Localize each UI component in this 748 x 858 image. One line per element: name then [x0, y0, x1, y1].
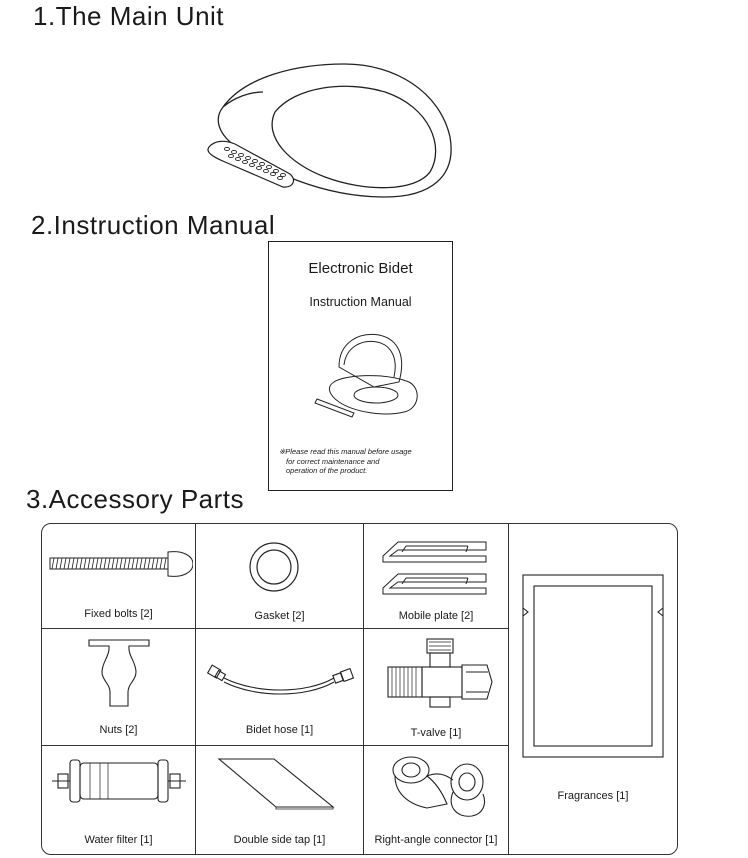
- section-title-manual: 2.Instruction Manual: [31, 210, 276, 240]
- mobile-plate-icon: [382, 541, 487, 595]
- bolt-icon: [49, 551, 193, 577]
- bidet-hose-icon: [206, 664, 355, 695]
- caption-double-side-tap: Double side tap [1]: [233, 834, 326, 846]
- double-side-tape-icon: [217, 758, 335, 810]
- manual-note: ※Please read this manual before usage fo…: [279, 447, 412, 475]
- water-filter-icon: [52, 759, 186, 803]
- caption-water-filter: Water filter [1]: [84, 834, 153, 846]
- caption-bidet-hose: Bidet hose [1]: [245, 724, 314, 736]
- t-valve-icon: [387, 638, 493, 708]
- accessory-table: Fixed bolts [2] Gasket [2] Mobile plate …: [41, 523, 678, 855]
- nut-icon: [88, 639, 150, 707]
- manual-cover: Electronic Bidet Instruction Manual ※Ple…: [268, 241, 453, 491]
- caption-nuts: Nuts [2]: [99, 724, 138, 736]
- right-angle-connector-icon: [392, 756, 486, 817]
- caption-t-valve: T-valve [1]: [410, 727, 462, 739]
- bidet-seat-illustration: [207, 63, 452, 198]
- section-title-accessories: 3.Accessory Parts: [26, 484, 245, 514]
- caption-fragrances: Fragrances [1]: [557, 790, 629, 802]
- section-title-main-unit: 1.The Main Unit: [33, 1, 225, 31]
- caption-mobile-plate: Mobile plate [2]: [398, 610, 474, 622]
- caption-gasket: Gasket [2]: [254, 610, 305, 622]
- manual-subtitle: Instruction Manual: [309, 295, 412, 309]
- caption-fixed-bolts: Fixed bolts [2]: [84, 608, 153, 620]
- fragrance-pouch-icon: [522, 574, 664, 758]
- manual-bidet-illustration: [314, 333, 418, 418]
- gasket-icon: [249, 542, 299, 592]
- caption-right-angle-connector: Right-angle connector [1]: [374, 834, 498, 846]
- manual-title: Electronic Bidet: [308, 260, 413, 277]
